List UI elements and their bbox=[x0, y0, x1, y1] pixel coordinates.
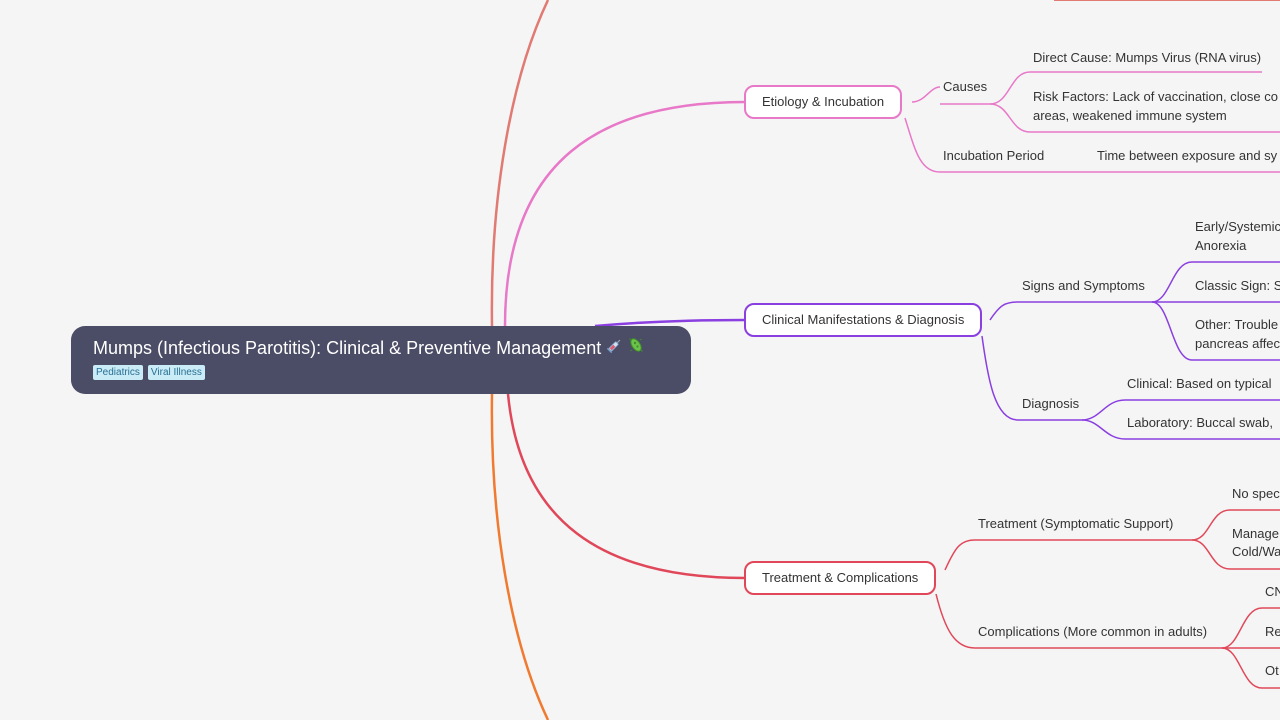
node-manage-line2[interactable]: Cold/Wa bbox=[1232, 544, 1280, 559]
root-title: Mumps (Infectious Parotitis): Clinical &… bbox=[93, 338, 602, 358]
microbe-icon bbox=[627, 335, 645, 361]
node-complication-ot[interactable]: Ot bbox=[1265, 663, 1279, 678]
connector-complications bbox=[935, 593, 1222, 649]
node-complications[interactable]: Complications (More common in adults) bbox=[978, 624, 1208, 639]
branch-treatment-complications[interactable]: Treatment & Complications bbox=[744, 561, 937, 595]
connector-signs bbox=[989, 301, 1152, 321]
connector-etiology bbox=[503, 100, 746, 327]
tag-list: Pediatrics Viral Illness bbox=[93, 365, 691, 380]
connector-direct-cause bbox=[989, 71, 1262, 105]
root-title-row: Mumps (Infectious Parotitis): Clinical &… bbox=[93, 335, 691, 361]
connector-top-branch bbox=[490, 0, 550, 327]
node-incubation-detail[interactable]: Time between exposure and sy bbox=[1097, 148, 1278, 163]
connector-diag-clinical bbox=[1081, 399, 1280, 421]
node-causes[interactable]: Causes bbox=[943, 79, 988, 94]
tag-viral-illness[interactable]: Viral Illness bbox=[147, 365, 205, 380]
node-no-spec[interactable]: No spec bbox=[1232, 486, 1280, 501]
connector-incubation bbox=[904, 117, 1280, 173]
node-complication-cn[interactable]: CN bbox=[1265, 584, 1280, 599]
connector-cn bbox=[1221, 607, 1280, 649]
branch-etiology-incubation[interactable]: Etiology & Incubation bbox=[744, 85, 903, 119]
syringe-icon bbox=[606, 335, 624, 361]
connector-other bbox=[1151, 301, 1280, 361]
root-topic[interactable]: Mumps (Infectious Parotitis): Clinical &… bbox=[71, 326, 691, 394]
branch-clinical-manifestations[interactable]: Clinical Manifestations & Diagnosis bbox=[744, 303, 983, 337]
node-risk-factors-line2[interactable]: areas, weakened immune system bbox=[1033, 108, 1227, 123]
connector-ot bbox=[1221, 647, 1280, 689]
node-classic-sign[interactable]: Classic Sign: S bbox=[1195, 278, 1280, 293]
connector-bottom-branch bbox=[490, 393, 550, 720]
tag-pediatrics[interactable]: Pediatrics bbox=[93, 365, 143, 380]
connector-treatment bbox=[506, 393, 746, 580]
connector-diag-lab bbox=[1081, 419, 1280, 440]
node-manage-line1[interactable]: Manage bbox=[1232, 526, 1279, 541]
connector-risk-factors bbox=[989, 103, 1280, 133]
connector-clinical bbox=[594, 318, 746, 328]
node-early-systemic-line2[interactable]: Anorexia bbox=[1195, 238, 1247, 253]
node-direct-cause[interactable]: Direct Cause: Mumps Virus (RNA virus) bbox=[1033, 50, 1262, 65]
node-incubation-period[interactable]: Incubation Period bbox=[943, 148, 1045, 163]
connector-manage bbox=[1191, 539, 1280, 570]
node-diagnosis-clinical[interactable]: Clinical: Based on typical bbox=[1127, 376, 1272, 391]
connector-symptomatic bbox=[944, 539, 1192, 571]
connector-causes bbox=[911, 86, 941, 103]
node-treatment-symptomatic[interactable]: Treatment (Symptomatic Support) bbox=[978, 516, 1174, 531]
node-other-line1[interactable]: Other: Trouble bbox=[1195, 317, 1279, 332]
node-risk-factors-line1[interactable]: Risk Factors: Lack of vaccination, close… bbox=[1033, 89, 1278, 104]
connector-early bbox=[1151, 261, 1280, 303]
connector-diagnosis bbox=[981, 335, 1082, 421]
node-diagnosis-laboratory[interactable]: Laboratory: Buccal swab, bbox=[1127, 415, 1273, 430]
node-other-line2[interactable]: pancreas affec bbox=[1195, 336, 1280, 351]
node-signs-symptoms[interactable]: Signs and Symptoms bbox=[1022, 278, 1145, 293]
connector-no-spec bbox=[1191, 509, 1280, 541]
node-diagnosis[interactable]: Diagnosis bbox=[1022, 396, 1080, 411]
node-complication-re[interactable]: Re bbox=[1265, 624, 1280, 639]
node-early-systemic-line1[interactable]: Early/Systemic bbox=[1195, 219, 1280, 234]
